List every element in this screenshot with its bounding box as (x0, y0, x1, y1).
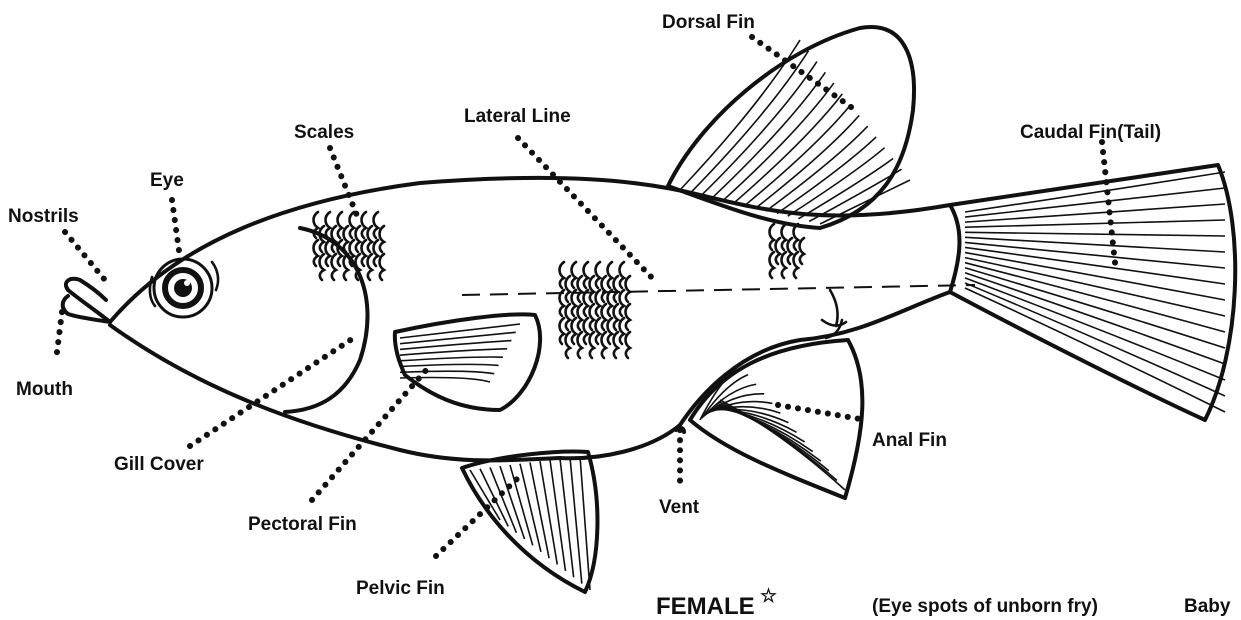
scale-mark (620, 318, 625, 344)
scale-mark (584, 290, 589, 316)
scale-mark (566, 304, 571, 330)
leader-eye (172, 200, 180, 258)
scale-mark (782, 224, 787, 250)
scale-mark (626, 276, 631, 302)
scales-cluster-middle (560, 262, 631, 358)
scale-mark (602, 304, 607, 330)
scale-mark (608, 290, 613, 316)
scale-mark (578, 276, 583, 302)
scale-mark (332, 226, 337, 252)
label-anal-fin: Anal Fin (872, 430, 947, 451)
scale-mark (326, 212, 331, 238)
scale-mark (572, 318, 577, 344)
scale-mark (596, 318, 601, 344)
scale-mark (380, 226, 385, 252)
scale-mark (608, 262, 613, 288)
label-pelvic-fin: Pelvic Fin (356, 578, 445, 599)
scale-mark (614, 276, 619, 302)
label-vent: Vent (659, 497, 700, 518)
scale-mark (320, 254, 325, 280)
scale-mark (626, 332, 631, 358)
scale-mark (794, 224, 799, 250)
scale-mark (770, 252, 775, 278)
scale-mark (566, 332, 571, 358)
lateral-line (462, 285, 975, 295)
scales-cluster-upper (314, 212, 385, 280)
scale-mark (590, 332, 595, 358)
scale-mark (560, 262, 565, 288)
scale-mark (614, 332, 619, 358)
scale-mark (602, 276, 607, 302)
anal-fin (690, 340, 862, 498)
label-caudal-fin: Caudal Fin(Tail) (1020, 122, 1161, 143)
label-female: FEMALE (656, 593, 755, 620)
scale-mark (332, 254, 337, 280)
leader-scales (330, 148, 358, 218)
scale-mark (566, 276, 571, 302)
scale-mark (560, 318, 565, 344)
scale-mark (596, 290, 601, 316)
scale-mark (350, 212, 355, 238)
scale-mark (590, 304, 595, 330)
scale-mark (584, 318, 589, 344)
scale-mark (374, 212, 379, 238)
scale-mark (356, 226, 361, 252)
scale-mark (800, 238, 805, 264)
label-gill-cover: Gill Cover (114, 454, 204, 475)
scale-mark (584, 262, 589, 288)
label-scales: Scales (294, 122, 354, 143)
pectoral-fin (395, 314, 540, 410)
scale-mark (782, 252, 787, 278)
scale-mark (314, 240, 319, 266)
scale-mark (374, 240, 379, 266)
scale-mark (578, 304, 583, 330)
scale-mark (362, 240, 367, 266)
scale-mark (572, 290, 577, 316)
scale-mark (596, 262, 601, 288)
label-mouth: Mouth (16, 379, 73, 400)
label-eye-spots: (Eye spots of unborn fry) (872, 596, 1098, 617)
label-nostrils: Nostrils (8, 206, 79, 227)
scale-mark (620, 290, 625, 316)
scale-mark (338, 212, 343, 238)
scale-mark (368, 254, 373, 280)
scale-mark (620, 262, 625, 288)
scale-mark (590, 276, 595, 302)
scale-mark (326, 240, 331, 266)
scale-mark (788, 238, 793, 264)
scales-cluster-rear (770, 224, 805, 278)
scale-mark (776, 238, 781, 264)
scale-mark (362, 212, 367, 238)
scale-mark (770, 224, 775, 250)
scale-mark (344, 226, 349, 252)
scale-mark (368, 226, 373, 252)
label-baby: Baby (1184, 596, 1231, 617)
scale-mark (338, 240, 343, 266)
leader-mouth (56, 312, 62, 360)
scale-mark (380, 254, 385, 280)
leader-lateral (518, 138, 656, 282)
pelvic-fin (462, 452, 597, 592)
label-lateral-line: Lateral Line (464, 106, 571, 127)
scale-mark (614, 304, 619, 330)
caudal-fin (950, 165, 1235, 420)
star-icon: ☆ (760, 586, 777, 607)
leader-pectoral (312, 368, 428, 500)
label-eye: Eye (150, 170, 184, 191)
scale-mark (320, 226, 325, 252)
label-pectoral-fin: Pectoral Fin (248, 514, 357, 535)
scale-mark (572, 262, 577, 288)
eye-icon (150, 259, 218, 317)
scale-mark (794, 252, 799, 278)
label-dorsal-fin: Dorsal Fin (662, 12, 755, 33)
scale-mark (602, 332, 607, 358)
scale-mark (578, 332, 583, 358)
scale-mark (608, 318, 613, 344)
scale-mark (626, 304, 631, 330)
